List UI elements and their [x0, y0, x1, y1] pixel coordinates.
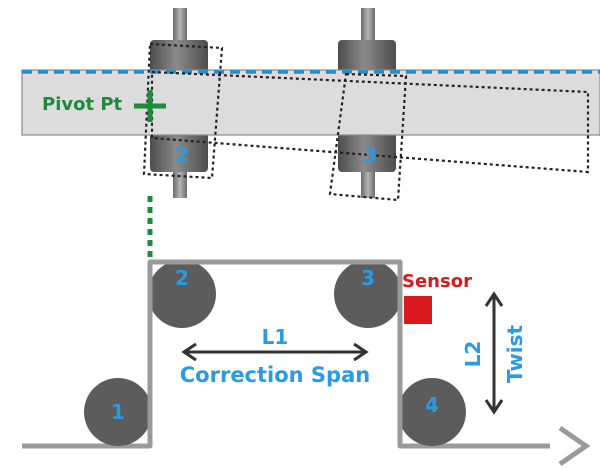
- side-roller-3-number: 3: [361, 266, 375, 290]
- sensor-label: Sensor: [402, 271, 472, 292]
- l2-label: L2: [461, 341, 485, 368]
- sensor-square-icon: [404, 296, 432, 324]
- roller-1: [84, 378, 152, 446]
- double-arrow-icon: [181, 342, 369, 362]
- pivot-cross-icon: [134, 90, 166, 122]
- side-view: 1 2 3 4 Sensor L1 Correction Span L2 Twi…: [22, 259, 591, 467]
- side-roller-4-number: 4: [425, 393, 439, 417]
- l1-label: L1: [262, 325, 289, 349]
- side-roller-2-number: 2: [175, 266, 189, 290]
- roller-3: [334, 260, 402, 328]
- roller-2: [148, 260, 216, 328]
- top-roller-3-number: 3: [363, 143, 377, 167]
- roller-2-pivot-outline: [142, 42, 224, 180]
- side-roller-1-number: 1: [111, 400, 125, 424]
- correction-span-label: Correction Span: [180, 363, 370, 387]
- twist-label: Twist: [503, 324, 527, 383]
- top-view: 2 3 Pivot Pt: [21, 8, 600, 262]
- web-strip: [21, 69, 600, 136]
- pivoted-web-outline: [150, 70, 590, 174]
- roller-4: [398, 378, 466, 446]
- top-roller-2-number: 2: [175, 143, 189, 167]
- flow-arrow-icon: [558, 425, 591, 467]
- l2-double-arrow: [484, 291, 504, 415]
- pivot-label: Pivot Pt: [42, 94, 123, 115]
